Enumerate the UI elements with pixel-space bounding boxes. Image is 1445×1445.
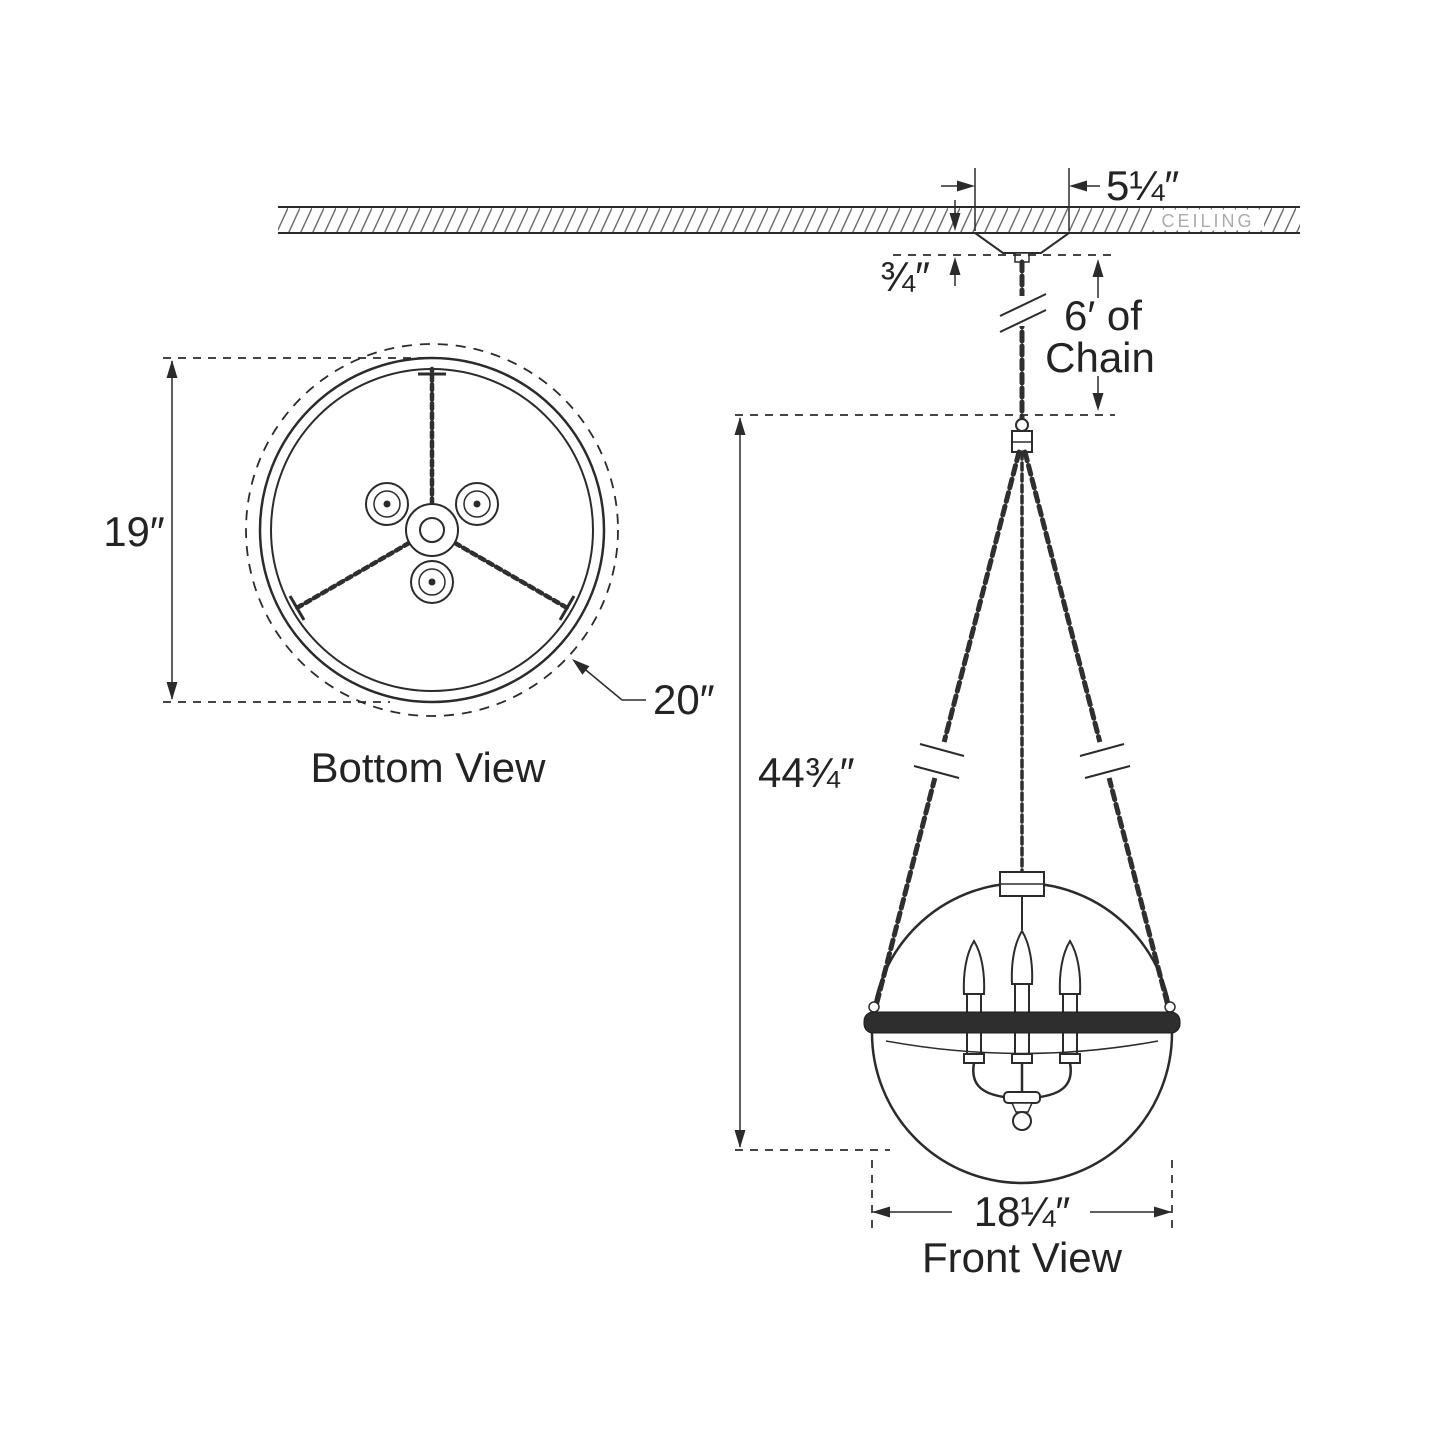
bottom-view-drawing xyxy=(245,343,619,717)
ring-outer xyxy=(258,356,606,704)
right-chain xyxy=(1022,449,1171,1009)
right-candle-cup xyxy=(1059,1053,1081,1064)
arrowhead-up xyxy=(166,360,178,378)
hook-loop xyxy=(1015,418,1029,432)
candle-cluster xyxy=(962,896,1082,1131)
suspension-chain xyxy=(999,259,1047,423)
dimension-fixture-height: 44¾″ xyxy=(734,414,1115,1151)
ceiling-hatch xyxy=(278,207,1300,233)
canopy-width-label: 5¼″ xyxy=(1106,162,1179,209)
arrowhead-right xyxy=(957,180,975,192)
arrowhead-down xyxy=(166,682,178,700)
ring-diameter-label: 19″ xyxy=(103,508,165,555)
canopy-body xyxy=(971,232,1073,254)
ceiling-label-backing xyxy=(1152,209,1264,231)
bulb-bottom-lower xyxy=(410,560,454,604)
arrowhead-down xyxy=(734,1130,746,1148)
glass-diameter-label: 20″ xyxy=(653,676,715,723)
center-bulb xyxy=(1010,929,1034,985)
finial-neck xyxy=(1010,1102,1034,1113)
bulb-bottom-left xyxy=(365,482,409,526)
front-view-title: Front View xyxy=(922,1234,1123,1281)
fixture-width-label: 18¼″ xyxy=(974,1188,1071,1235)
spoke-clamp-left xyxy=(288,595,306,621)
glass-dashed-outline xyxy=(245,343,619,717)
chain-break-mark xyxy=(999,293,1047,317)
ceiling-section: CEILING xyxy=(278,206,1300,234)
arrowhead-right xyxy=(1154,1206,1172,1218)
bottom-view-title: Bottom View xyxy=(311,744,547,791)
dimension-glass-diameter: 20″ xyxy=(572,659,715,723)
spoke-clamp-right xyxy=(558,595,576,621)
arrowhead-up xyxy=(734,417,746,435)
metal-band xyxy=(863,1011,1181,1034)
right-bulb xyxy=(1058,939,1082,995)
arrowhead-down xyxy=(949,213,961,231)
right-chain-loop xyxy=(1164,1001,1176,1013)
arrowhead-up xyxy=(1092,259,1104,277)
dimension-fixture-width: 18¼″ xyxy=(871,1160,1173,1235)
canopy xyxy=(971,232,1073,263)
arm-hub xyxy=(1003,1091,1041,1104)
hub-inner xyxy=(419,517,445,543)
spoke-lower-right xyxy=(452,540,572,612)
dimension-ring-diameter: 19″ xyxy=(103,357,432,703)
right-chain-break-mark xyxy=(1084,765,1131,779)
left-bulb xyxy=(962,939,986,995)
left-chain-break-mark xyxy=(913,765,960,779)
hook-fitting xyxy=(1011,418,1033,453)
chain-length-label-line1: 6′ of xyxy=(1064,292,1142,339)
right-chain-break-mark xyxy=(1079,743,1125,757)
ceiling-label: CEILING xyxy=(1161,211,1254,231)
bulb-bottom-right xyxy=(455,482,499,526)
chain-break-mark xyxy=(999,309,1047,333)
arrowhead-leader xyxy=(572,659,590,675)
finial-ball xyxy=(1012,1111,1032,1131)
left-candle-cup xyxy=(963,1053,985,1064)
left-chain xyxy=(873,449,1022,1009)
glass-globe xyxy=(863,871,1181,1185)
canopy-height-label: ¾″ xyxy=(880,253,930,300)
left-chain-loop xyxy=(868,1001,880,1013)
dimension-canopy-width: 5¼″ xyxy=(941,162,1179,231)
dimension-canopy-height: ¾″ xyxy=(880,200,1115,300)
arrowhead-up xyxy=(949,257,961,275)
center-candle-cup xyxy=(1011,1053,1033,1064)
arrowhead-left xyxy=(1069,180,1087,192)
arrowhead-left xyxy=(872,1206,890,1218)
chain-length-label-line2: Chain xyxy=(1045,334,1155,381)
fixture-chains xyxy=(873,449,1171,1009)
spoke-lower-left xyxy=(292,540,412,612)
fixture-height-label: 44¾″ xyxy=(758,749,855,796)
inner-glass-rim xyxy=(885,1040,1159,1055)
arrowhead-down xyxy=(1092,393,1104,411)
dimension-chain-length: 6′ of Chain xyxy=(1045,259,1155,411)
left-chain-break-mark xyxy=(919,743,965,757)
